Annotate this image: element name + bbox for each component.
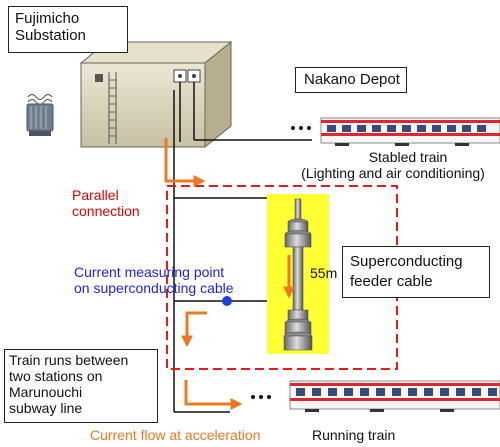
substation-label-line2: Substation: [15, 27, 86, 45]
train-runs-line1: Train runs between: [9, 352, 129, 368]
parallel-connection-box: [166, 185, 398, 370]
parallel-connection-label: Parallel connection: [72, 187, 140, 219]
parallel-label-line2: connection: [72, 203, 140, 220]
substation-label-line1: Fujimicho: [15, 10, 80, 27]
train-runs-line4: subway line: [9, 400, 83, 417]
current-flow-arrows: [164, 138, 243, 410]
measuring-point-label: Current measuring point on superconducti…: [74, 264, 234, 296]
superconducting-cable-icon: [283, 198, 313, 351]
train-runs-line2: two stations on: [9, 368, 103, 385]
depot-label-box: Nakano Depot: [295, 67, 407, 93]
stabled-train-caption: Stabled train (Lighting and air conditio…: [301, 149, 498, 181]
depot-label: Nakano Depot: [304, 71, 400, 88]
transformer-icon: [26, 93, 54, 136]
measuring-label-line2: on superconducting cable: [74, 280, 234, 297]
substation-building: [79, 40, 233, 149]
feeder-cable-label-box: Superconducting feeder cable: [342, 246, 490, 298]
train-runs-line3: Marunouchi: [9, 384, 83, 401]
stabled-train-sublabel: (Lighting and air conditioning): [301, 165, 485, 182]
running-train-ellipsis: [251, 395, 271, 399]
parallel-label-line1: Parallel: [72, 187, 119, 203]
measuring-label-line1: Current measuring point: [74, 264, 225, 280]
current-flow-label: Current flow at acceleration: [90, 427, 261, 443]
feeder-label-line2: feeder cable: [350, 273, 433, 291]
train-runs-label-box: Train runs between two stations on Marun…: [4, 349, 158, 423]
feeder-wiring: [173, 82, 312, 413]
measuring-point-marker: [222, 296, 232, 306]
stabled-train-ellipsis: [291, 126, 311, 130]
substation-label-box: Fujimicho Substation: [8, 6, 128, 53]
cable-length-label: 55m: [310, 265, 338, 281]
stabled-train-label: Stabled train: [368, 149, 448, 165]
running-train-label: Running train: [312, 427, 396, 443]
running-train-icon: [289, 380, 500, 412]
feeder-label-line1: Superconducting: [350, 253, 463, 270]
stabled-train-icon: [320, 117, 500, 146]
